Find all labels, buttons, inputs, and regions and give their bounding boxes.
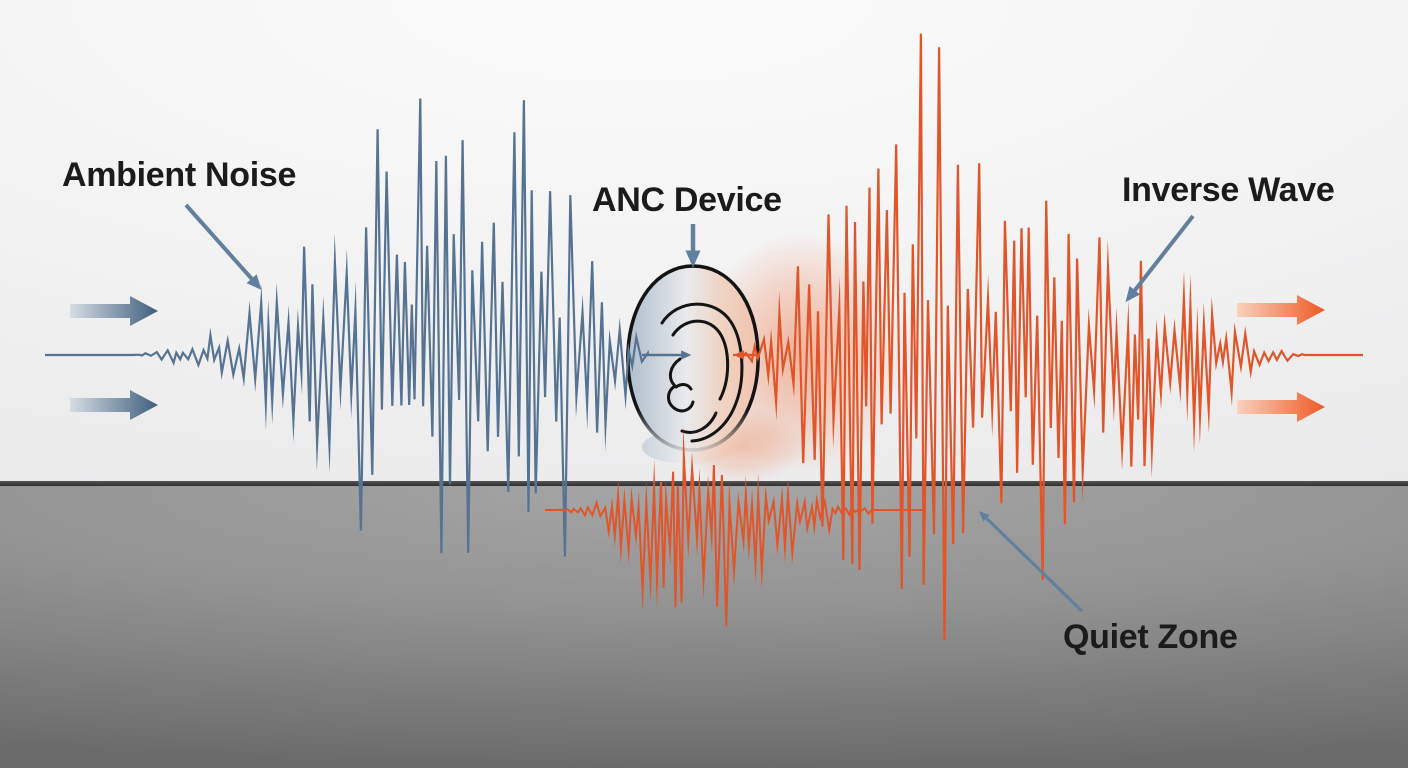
- inverse-wave-pointer: [1125, 214, 1195, 303]
- label-quiet-zone: Quiet Zone: [1063, 618, 1238, 656]
- floor-line: [0, 481, 1408, 486]
- label-inverse-wave: Inverse Wave: [1122, 171, 1335, 209]
- label-anc-device: ANC Device: [592, 181, 782, 219]
- floor-background: [0, 486, 1408, 768]
- waveforms: [45, 33, 1363, 641]
- ear-icon: [626, 264, 760, 464]
- inverse-flow-arrow-top: [1237, 295, 1325, 325]
- pointer-arrows: [184, 203, 1195, 613]
- flow-arrows: [70, 295, 1325, 422]
- residual-wave-waveform: [545, 425, 922, 627]
- ear-outline-shape: [626, 264, 760, 452]
- inverse-flow-arrow-bottom: [1237, 392, 1325, 422]
- noise-flow-arrow-bottom: [70, 390, 158, 420]
- noise-flow-arrow-top: [70, 296, 158, 326]
- ambient-noise-pointer: [184, 203, 262, 290]
- inverse-wave-waveform: [733, 33, 1363, 641]
- ambient-noise-waveform: [45, 98, 650, 557]
- quiet-zone-pointer: [979, 511, 1084, 613]
- label-ambient-noise: Ambient Noise: [62, 156, 297, 194]
